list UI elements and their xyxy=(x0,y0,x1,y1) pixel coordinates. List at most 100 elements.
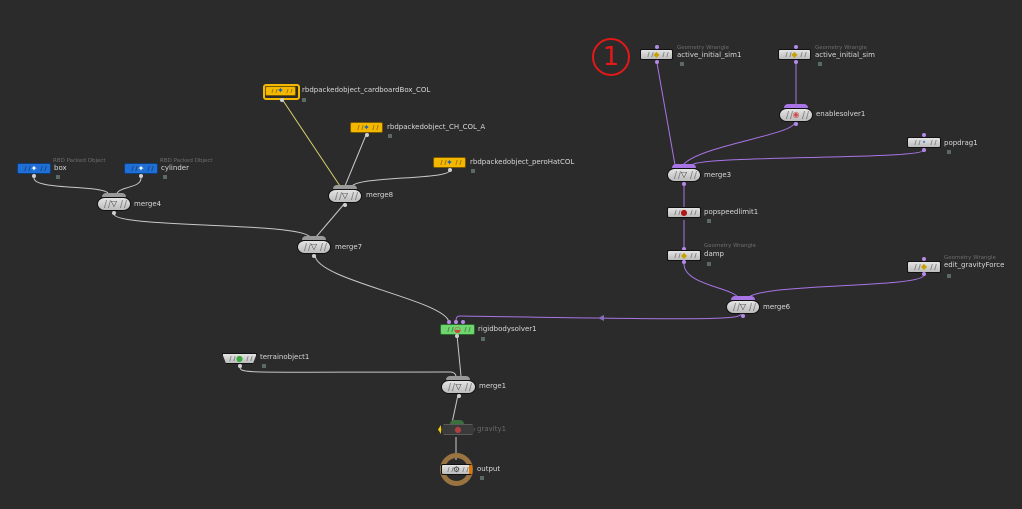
render-flag-icon[interactable] xyxy=(469,465,472,474)
node-stripe xyxy=(464,383,469,391)
input-connector[interactable] xyxy=(655,45,659,49)
output-connector[interactable] xyxy=(922,272,926,276)
output-connector[interactable] xyxy=(448,168,452,172)
node-stripe xyxy=(246,356,249,361)
wire-box-merge4[interactable] xyxy=(33,177,109,194)
display-flag-icon xyxy=(480,476,484,480)
wire-merge7-solver[interactable] xyxy=(314,254,450,323)
merge-icon: ▽ xyxy=(455,382,462,391)
annotation-marker: 1 xyxy=(592,38,630,76)
node-label: damp xyxy=(704,250,724,258)
output-connector[interactable] xyxy=(741,314,745,318)
terrain-icon: ● xyxy=(236,353,243,363)
input-connector[interactable] xyxy=(922,257,926,261)
input-connector[interactable] xyxy=(454,320,458,324)
merge-icon: ▽ xyxy=(680,170,688,179)
node-stripe xyxy=(693,171,698,179)
output-connector[interactable] xyxy=(343,203,347,207)
node-stripe xyxy=(24,166,27,171)
wire-active1-merge3[interactable] xyxy=(656,62,676,166)
wire-perohat-merge8[interactable] xyxy=(351,169,451,187)
node-stripe xyxy=(303,243,308,251)
node-stripe xyxy=(689,171,694,179)
input-connector[interactable] xyxy=(922,133,926,137)
node-label: merge3 xyxy=(704,171,732,179)
wire-merge8-merge7[interactable] xyxy=(315,202,346,238)
output-connector[interactable] xyxy=(312,254,316,258)
node-stripe xyxy=(119,200,124,208)
node-stripe xyxy=(674,253,677,258)
input-connector[interactable] xyxy=(461,320,465,324)
output-connector[interactable] xyxy=(794,60,798,64)
wire-terrain-merge1[interactable] xyxy=(239,366,457,378)
rbd-object-icon: ✦ xyxy=(137,163,145,173)
node-subtitle: RBD Packed Object xyxy=(53,158,106,164)
node-stripe xyxy=(44,166,47,171)
wire-cardboard-merge8[interactable] xyxy=(281,98,341,187)
node-label: enablesolver1 xyxy=(816,110,866,118)
node-stripe xyxy=(673,171,678,179)
output-connector[interactable] xyxy=(655,60,659,64)
node-label: rbdpackedobject_peroHatCOL xyxy=(470,158,575,166)
output-connector[interactable] xyxy=(365,133,369,137)
display-flag-icon xyxy=(302,98,306,102)
output-connector[interactable] xyxy=(32,174,36,178)
node-stripe xyxy=(290,89,293,93)
wire-damp-merge6[interactable] xyxy=(683,263,739,299)
node-stripe xyxy=(131,166,134,171)
node-label: gravity1 xyxy=(477,425,507,433)
wire-chcol-merge8[interactable] xyxy=(344,134,367,187)
node-stripe xyxy=(930,264,933,270)
output-connector[interactable] xyxy=(139,174,143,178)
wire-solver-merge1[interactable] xyxy=(456,334,462,377)
wire-merge6-solver[interactable] xyxy=(455,313,742,323)
wire-gravityforce-merge6[interactable] xyxy=(747,274,925,299)
wrangle-icon: ◆ xyxy=(791,49,798,59)
output-connector[interactable] xyxy=(457,394,461,398)
node-stripe xyxy=(447,327,450,332)
display-flag-icon xyxy=(680,62,684,66)
node-stripe xyxy=(662,52,665,57)
node-stripe xyxy=(468,383,473,391)
node-subtitle: RBD Packed Object xyxy=(160,158,213,164)
wire-popdrag-merge3[interactable] xyxy=(691,149,925,166)
output-connector[interactable] xyxy=(794,122,798,126)
node-stripe xyxy=(785,52,788,57)
bypass-flag-icon[interactable] xyxy=(438,425,441,434)
output-connector[interactable] xyxy=(682,182,686,186)
display-flag-icon xyxy=(471,169,475,173)
node-label: popspeedlimit1 xyxy=(704,208,759,216)
input-connector[interactable] xyxy=(794,45,798,49)
wire-enablesolver-merge3[interactable] xyxy=(682,121,796,166)
node-stripe xyxy=(934,140,937,145)
node-stripe xyxy=(647,52,650,57)
node-label: merge1 xyxy=(479,382,507,390)
node-stripe xyxy=(323,243,328,251)
node-stripe xyxy=(250,356,253,361)
input-connector[interactable] xyxy=(682,247,686,251)
output-connector[interactable] xyxy=(455,334,459,338)
output-connector[interactable] xyxy=(922,148,926,152)
node-label: rbdpackedobject_cardboardBox_COL xyxy=(302,86,431,94)
wire-merge4-merge7[interactable] xyxy=(113,213,311,238)
node-stripe xyxy=(918,140,921,145)
output-connector[interactable] xyxy=(682,260,686,264)
wire-cylinder-merge4[interactable] xyxy=(116,177,142,194)
gravity-icon: ● xyxy=(454,424,462,434)
output-connector[interactable] xyxy=(238,364,242,368)
node-label: merge6 xyxy=(763,303,791,311)
node-stripe xyxy=(147,166,150,171)
rbd-object-icon: ✦ xyxy=(446,157,453,167)
node-label: merge8 xyxy=(366,191,394,199)
output-connector[interactable] xyxy=(280,98,284,102)
output-connector[interactable] xyxy=(112,211,116,215)
output-icon: ⚙ xyxy=(452,464,461,474)
input-connector[interactable] xyxy=(447,320,451,324)
node-stripe xyxy=(229,356,232,361)
node-label: popdrag1 xyxy=(944,139,978,147)
display-flag-icon xyxy=(262,364,266,368)
node-stripe xyxy=(354,192,359,200)
wire-merge1-gravity[interactable] xyxy=(451,394,459,424)
node-label: rigidbodysolver1 xyxy=(478,325,537,333)
node-stripe xyxy=(447,383,452,391)
